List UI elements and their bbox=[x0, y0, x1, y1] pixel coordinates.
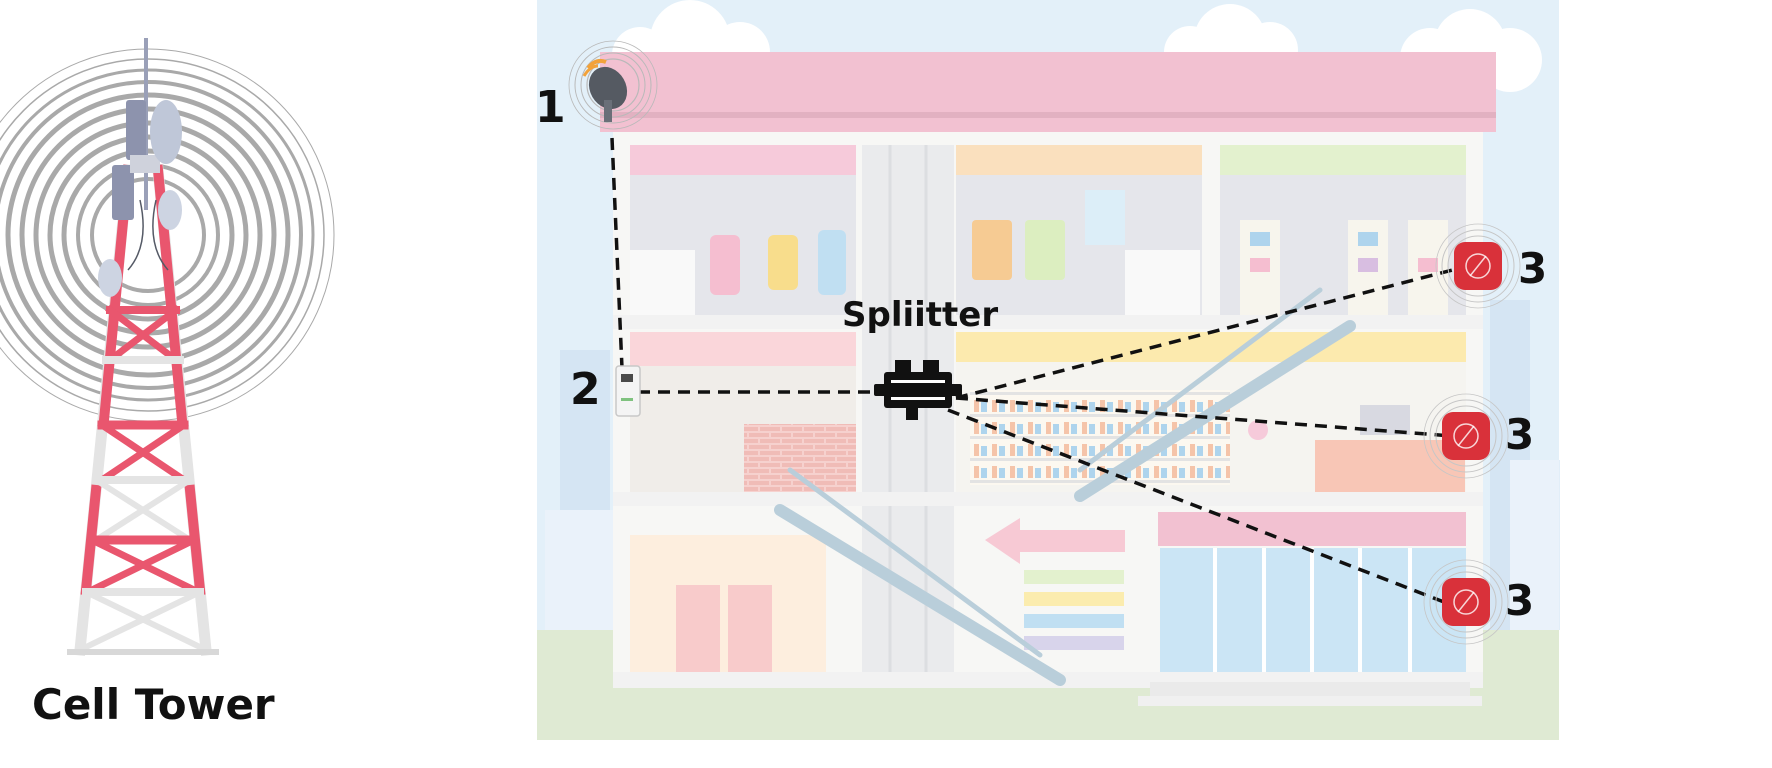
signal-booster-icon bbox=[615, 365, 641, 417]
splitter-label: Spliitter bbox=[842, 295, 999, 335]
booster-number: 2 bbox=[570, 364, 601, 415]
tower-antennas bbox=[98, 38, 182, 297]
indoor-antenna-number: 3 bbox=[1505, 576, 1535, 625]
indoor-antenna-icon bbox=[1423, 393, 1509, 479]
cable-lines bbox=[610, 137, 1469, 604]
roof bbox=[600, 52, 1496, 132]
indoor-antenna-number: 3 bbox=[1505, 410, 1535, 459]
donor-antenna-number: 1 bbox=[535, 82, 566, 133]
cable-splitter-to-antenna-1 bbox=[955, 264, 1469, 400]
cell-tower-label: Cell Tower bbox=[32, 680, 275, 729]
bag-shelves bbox=[1240, 220, 1448, 315]
donor-antenna-icon bbox=[568, 40, 658, 130]
splitter-icon bbox=[874, 360, 962, 420]
cell-tower bbox=[0, 38, 335, 657]
cable-splitter-to-antenna-2 bbox=[955, 396, 1453, 438]
indoor-antenna-icon bbox=[1423, 559, 1509, 645]
escalators bbox=[774, 287, 1356, 686]
indoor-antenna-number: 3 bbox=[1518, 244, 1548, 293]
mannequins bbox=[630, 190, 1200, 315]
cable-splitter-to-antenna-3 bbox=[947, 408, 1445, 604]
cable-donor-to-booster bbox=[610, 137, 624, 369]
background-buildings bbox=[545, 300, 1560, 630]
building-scene bbox=[537, 0, 1560, 740]
indoor-antenna-icon bbox=[1435, 223, 1521, 309]
